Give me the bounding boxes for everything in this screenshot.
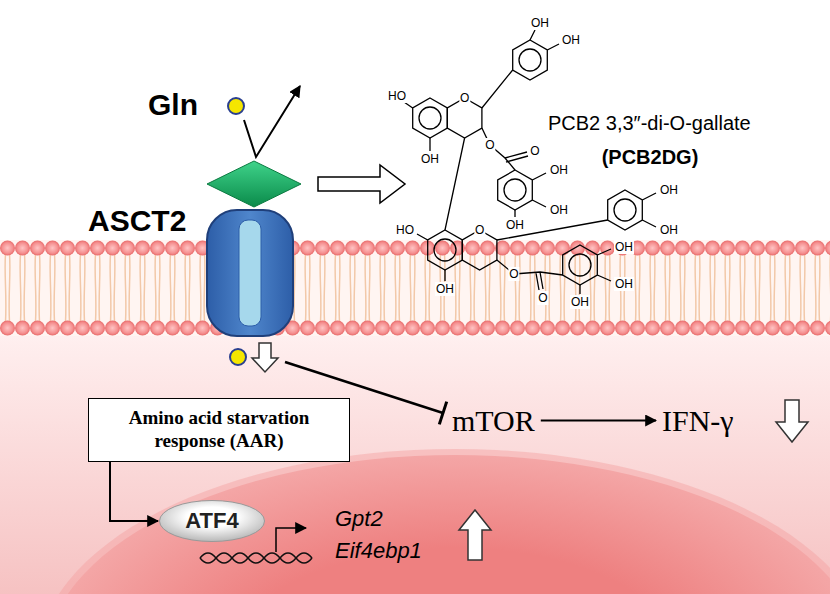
decrease-arrow	[776, 400, 808, 442]
gene-label: Eif4ebp1	[335, 538, 422, 564]
glutamine-deflect	[228, 98, 244, 114]
nucleus	[45, 455, 830, 594]
node-text: IFN-γ	[662, 404, 734, 437]
atom-label: OH	[530, 16, 550, 30]
atom-label: HO	[395, 223, 415, 237]
node-text: ATF4	[185, 508, 238, 534]
chemical-structure	[563, 245, 598, 285]
transcription-start	[276, 528, 306, 552]
glutamine-deflect	[244, 86, 300, 157]
glutamine-uptake	[252, 343, 278, 372]
atom-label: O	[508, 267, 519, 281]
nucleus-halo	[37, 449, 830, 594]
compound-abbrev: (PCB2DG)	[602, 146, 699, 169]
atom-label: OH	[614, 240, 634, 254]
atom-label: O	[474, 223, 485, 237]
increase-arrow	[459, 510, 491, 560]
chemical-structure	[569, 254, 591, 276]
dna-helix	[200, 553, 312, 563]
atom-label: OH	[659, 183, 679, 197]
atom-label: OH	[549, 203, 569, 217]
chemical-structure	[504, 179, 526, 201]
dna-helix	[200, 553, 312, 563]
connector-arrow	[110, 462, 158, 521]
chemical-structure	[419, 107, 441, 129]
chemical-structure	[513, 40, 548, 80]
chemical-structure	[498, 170, 533, 210]
chemical-structure	[434, 239, 456, 261]
atom-label: OH	[549, 163, 569, 177]
atom-label: OH	[570, 295, 590, 309]
node-text: Amino acid starvation response (AAR)	[99, 407, 339, 453]
atom-label: OH	[435, 282, 455, 296]
chemical-structure	[614, 199, 636, 221]
inhibitor-diamond	[207, 161, 301, 207]
atom-label: OH	[561, 33, 581, 47]
molecule-label: Gln	[148, 88, 198, 122]
atom-label: OH	[659, 223, 679, 237]
glutamine-uptake	[230, 349, 246, 365]
membrane-bilayer	[0, 240, 830, 336]
atom-label: HO	[387, 89, 407, 103]
asct2-transporter	[207, 210, 293, 336]
oval-shape	[160, 501, 265, 542]
asct2-transporter	[207, 210, 293, 336]
glutamine-uptake	[230, 343, 278, 372]
chemical-structure	[608, 190, 643, 230]
atom-label: O	[459, 91, 470, 105]
hollow-arrow	[318, 165, 405, 203]
atom-label: OH	[420, 152, 440, 166]
atom-label: O	[484, 138, 495, 152]
atom-label: O	[537, 291, 548, 305]
process-box: Amino acid starvation response (AAR)	[88, 398, 350, 462]
compound-name: PCB2 3,3″-di-O-gallate	[548, 112, 751, 135]
atom-label: OH	[614, 277, 634, 291]
glutamine-deflect	[228, 86, 300, 157]
gene-label: Gpt2	[335, 506, 383, 532]
transporter-label: ASCT2	[88, 204, 186, 238]
chemical-structure	[519, 49, 541, 71]
factor-oval: ATF4	[158, 499, 266, 543]
membrane-bilayer	[0, 240, 830, 336]
kinase-label: mTOR	[448, 400, 539, 441]
dna-helix	[200, 553, 312, 563]
chemical-structure	[413, 98, 448, 138]
asct2-transporter	[239, 220, 261, 326]
cytokine-label: IFN-γ	[658, 400, 738, 441]
node-text: mTOR	[452, 404, 535, 437]
inhibition-line	[439, 402, 446, 425]
membrane-bilayer	[0, 240, 830, 336]
connector-arrow	[541, 420, 656, 422]
chemical-structure	[428, 230, 463, 270]
atom-label: O	[529, 144, 540, 158]
atom-label: OH	[505, 218, 525, 232]
